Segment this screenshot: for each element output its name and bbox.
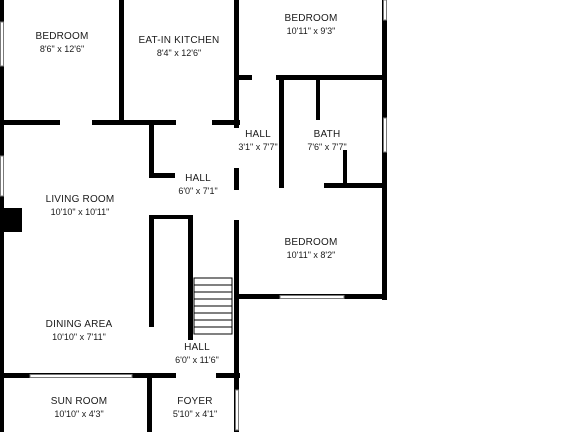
room-bedroom-ne: BEDROOM 10'11" x 9'3" (284, 12, 337, 37)
door-bedroom (60, 119, 92, 126)
windows (0, 0, 387, 431)
room-name: BATH (313, 129, 341, 140)
door-openings (60, 74, 324, 379)
room-hall-upper: HALL 6'0" x 7'1" (178, 172, 217, 197)
wall-row1-bottom (0, 120, 240, 125)
room-name: HALL (184, 342, 210, 353)
room-bedroom-nw: BEDROOM 8'6" x 12'6" (35, 30, 88, 55)
door-dining-hall (148, 340, 155, 370)
wall-stair-top (149, 215, 193, 219)
wall-bedroom-kitchen (119, 0, 124, 122)
room-name: HALL (185, 173, 211, 184)
door-hall-foyer (176, 372, 216, 379)
room-dims: 10'10" x 10'11" (50, 207, 110, 217)
room-name: EAT-IN KITCHEN (138, 35, 220, 46)
room-living-room: LIVING ROOM 10'10" x 10'11" (46, 193, 115, 218)
room-name: BEDROOM (284, 237, 338, 248)
room-hall-lower: HALL 6'0" x 11'6" (175, 341, 219, 366)
window-foyer-east (235, 389, 239, 431)
wall-stair-bottom (188, 312, 193, 340)
window-living-west (0, 155, 4, 197)
room-dims: 8'4" x 12'6" (156, 48, 202, 58)
room-dims: 10'11" x 9'3" (286, 26, 336, 36)
wall-bath-west (279, 80, 284, 185)
room-dims: 3'1" x 7'7" (238, 142, 278, 152)
wall-bath-closet (343, 150, 347, 186)
window-sunroom (29, 374, 133, 378)
wall-bath-bottom (279, 183, 387, 188)
wall-hall-ledge (149, 173, 175, 178)
window-bath-east (383, 117, 387, 153)
wall-sunroom-foyer (147, 378, 152, 432)
window-bedroom-south (279, 295, 345, 299)
wall-left-exterior (0, 0, 4, 432)
room-dims: 6'0" x 11'6" (175, 355, 219, 365)
room-name: DINING AREA (45, 319, 113, 330)
wall-bedroom-top-bottom (238, 75, 387, 80)
wall-hall-west (149, 125, 154, 177)
room-name: BEDROOM (35, 31, 89, 42)
door-kitchen (176, 119, 212, 126)
room-dining-area: DINING AREA 10'10" x 7'11" (46, 318, 113, 343)
window-bedroom-west (0, 21, 4, 67)
room-dims: 8'6" x 12'6" (39, 44, 85, 54)
room-dims: 10'11" x 8'2" (286, 250, 336, 260)
wall-hall-east (234, 296, 239, 432)
room-bedroom-middle: BEDROOM 10'11" x 8'2" (284, 236, 337, 261)
room-name: BEDROOM (284, 13, 338, 24)
room-dims: 5'10" x 4'1" (172, 409, 218, 419)
room-name: HALL (245, 129, 271, 140)
room-dims: 6'0" x 7'1" (178, 186, 218, 196)
door-hall-east (233, 128, 240, 168)
door-bedroom-top (252, 74, 276, 81)
door-living-hall (233, 190, 240, 220)
window-bedroom-top-east (383, 0, 387, 21)
staircase (193, 277, 233, 335)
wall-stair-middle (188, 215, 193, 315)
fireplace (4, 208, 22, 232)
room-dims: 10'10" x 7'11" (52, 332, 106, 342)
wall-bath-inner (316, 80, 320, 120)
room-bath: BATH 7'6" x 7'7" (307, 128, 346, 153)
room-name: LIVING ROOM (45, 194, 115, 205)
room-eat-in-kitchen: EAT-IN KITCHEN 8'4" x 12'6" (139, 34, 220, 59)
room-dims: 10'10" x 4'3" (54, 409, 104, 419)
door-bath-bottom (284, 182, 324, 189)
room-name: FOYER (177, 396, 213, 407)
room-hall-small: HALL 3'1" x 7'7" (238, 128, 277, 153)
room-sun-room: SUN ROOM 10'10" x 4'3" (51, 395, 108, 420)
room-name: SUN ROOM (50, 396, 108, 407)
room-foyer: FOYER 5'10" x 4'1" (173, 395, 217, 420)
wall-stair-west (149, 215, 154, 327)
room-dims: 7'6" x 7'7" (307, 142, 347, 152)
